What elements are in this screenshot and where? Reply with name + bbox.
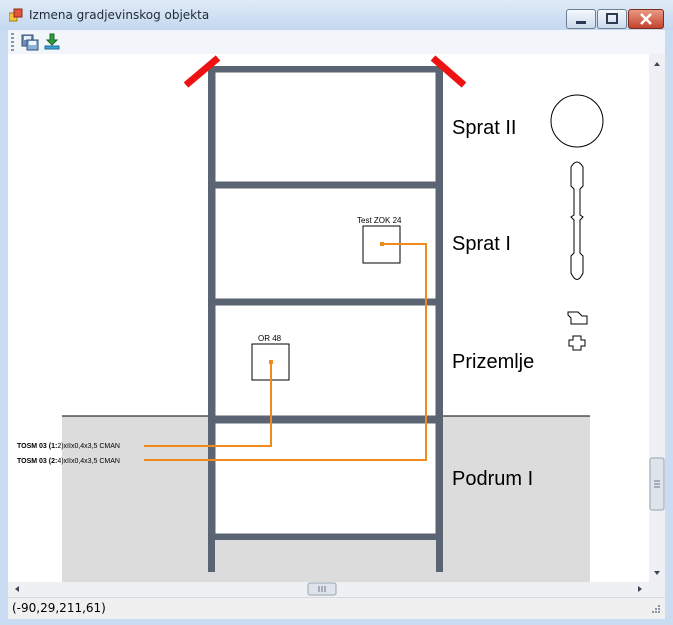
save-button[interactable] bbox=[20, 32, 40, 52]
building-roof-slab bbox=[208, 66, 443, 72]
floor-label: Prizemlje bbox=[452, 351, 534, 373]
floor-slab bbox=[208, 534, 443, 540]
toolbar bbox=[8, 30, 665, 54]
status-coordinates: (-90,29,211,61) bbox=[12, 601, 106, 615]
horizontal-scrollbar[interactable] bbox=[8, 582, 649, 597]
resize-grip-icon[interactable] bbox=[651, 604, 661, 614]
vertical-scrollbar[interactable] bbox=[649, 54, 665, 582]
device-label: OR 48 bbox=[258, 334, 282, 343]
download-button[interactable] bbox=[42, 32, 62, 52]
window-title: Izmena gradjevinskog objekta bbox=[29, 8, 210, 22]
room-podrum-1[interactable] bbox=[214, 422, 437, 535]
scroll-right-icon[interactable] bbox=[638, 586, 642, 592]
floor-label: Podrum I bbox=[452, 468, 533, 490]
scroll-down-icon[interactable] bbox=[654, 571, 660, 575]
cable-label: TOSM 03 (2:4)xIIx0,4x3,5 CMAN bbox=[17, 458, 120, 465]
room-sprat-2[interactable] bbox=[214, 71, 437, 183]
room-prizemlje[interactable] bbox=[214, 304, 437, 417]
cross-shape-tool[interactable] bbox=[568, 335, 586, 351]
cable-shape-tool[interactable] bbox=[570, 161, 584, 280]
roof-left bbox=[183, 55, 221, 88]
device-label: Test ZOK 24 bbox=[357, 216, 402, 225]
floor-label: Sprat I bbox=[452, 233, 511, 255]
app-icon bbox=[9, 8, 23, 22]
close-icon bbox=[640, 13, 652, 25]
maximize-button[interactable] bbox=[597, 9, 627, 29]
circle-shape-tool[interactable] bbox=[550, 94, 604, 148]
building-wall-right bbox=[436, 66, 443, 572]
title-bar[interactable]: Izmena gradjevinskog objekta bbox=[0, 0, 673, 30]
building-wall-left bbox=[208, 66, 215, 572]
close-button[interactable] bbox=[628, 9, 664, 29]
floor-slab bbox=[208, 299, 443, 305]
scrollbar-corner bbox=[649, 582, 665, 597]
roof-right bbox=[430, 55, 467, 88]
cable-connector bbox=[269, 360, 273, 364]
cable-label: TOSM 03 (1:2)xIIx0,4x3,5 CMAN bbox=[17, 443, 120, 450]
save-icon bbox=[21, 34, 39, 51]
drawing-canvas[interactable]: Sprat II Sprat I Prizemlje Podrum I Test… bbox=[8, 54, 649, 582]
scroll-left-icon[interactable] bbox=[15, 586, 19, 592]
status-bar: (-90,29,211,61) bbox=[8, 597, 665, 619]
floor-label: Sprat II bbox=[452, 117, 516, 139]
maximize-icon bbox=[606, 13, 618, 24]
scroll-up-icon[interactable] bbox=[654, 62, 660, 66]
cable-line[interactable] bbox=[144, 362, 272, 447]
cable-connector bbox=[380, 242, 384, 246]
minimize-icon bbox=[576, 21, 586, 24]
toolbar-grip[interactable] bbox=[11, 33, 14, 51]
minimize-button[interactable] bbox=[566, 9, 596, 29]
floor-slab bbox=[208, 182, 443, 188]
floor-slab bbox=[208, 416, 443, 423]
connector-shape-tool[interactable] bbox=[567, 311, 588, 325]
cable-line[interactable] bbox=[144, 243, 427, 461]
download-icon bbox=[44, 33, 60, 50]
